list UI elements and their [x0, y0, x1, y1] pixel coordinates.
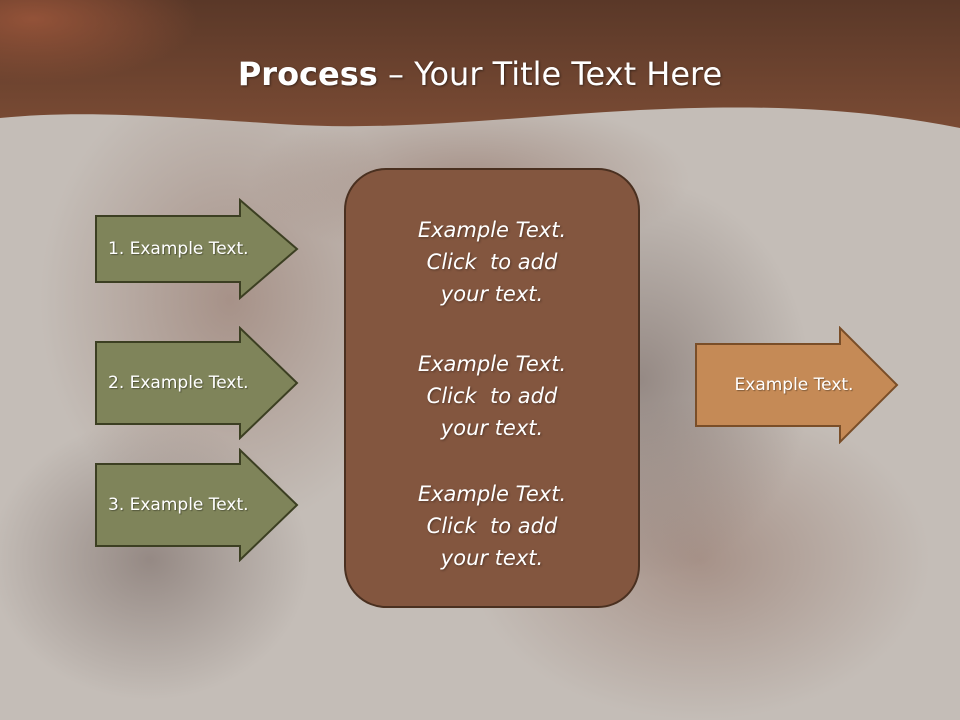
center-text-line: Click to add: [426, 384, 558, 408]
center-text-block-1: Example Text. Click to add your text.: [346, 214, 638, 310]
center-text-line: your text.: [440, 416, 544, 440]
right-arrow[interactable]: Example Text.: [694, 326, 900, 444]
slide-title: Process – Your Title Text Here: [0, 52, 960, 96]
arrow-right-shape: [95, 448, 299, 562]
center-text-box[interactable]: Example Text. Click to add your text. Ex…: [344, 168, 640, 608]
center-text-line: Click to add: [426, 514, 558, 538]
left-arrow-1-label: 1. Example Text.: [108, 239, 249, 259]
center-text-block-2: Example Text. Click to add your text.: [346, 348, 638, 444]
left-arrow-3[interactable]: 3. Example Text.: [94, 448, 300, 562]
arrow-right-shape: [695, 326, 899, 444]
right-arrow-label: Example Text.: [734, 375, 854, 395]
left-arrow-2[interactable]: 2. Example Text.: [94, 326, 300, 440]
center-text-line: your text.: [440, 546, 544, 570]
arrow-right-shape: [95, 326, 299, 440]
center-text-line: your text.: [440, 282, 544, 306]
center-text-line: Example Text.: [417, 352, 567, 376]
left-arrow-2-label: 2. Example Text.: [108, 373, 249, 393]
left-arrow-1[interactable]: 1. Example Text.: [94, 198, 300, 300]
center-text-line: Click to add: [426, 250, 558, 274]
title-bold: Process: [237, 55, 378, 93]
center-text-line: Example Text.: [417, 218, 567, 242]
center-text-line: Example Text.: [417, 482, 567, 506]
left-arrow-3-label: 3. Example Text.: [108, 495, 249, 515]
arrow-right-shape: [95, 198, 299, 300]
center-text-block-3: Example Text. Click to add your text.: [346, 478, 638, 574]
title-rest: – Your Title Text Here: [377, 55, 723, 93]
